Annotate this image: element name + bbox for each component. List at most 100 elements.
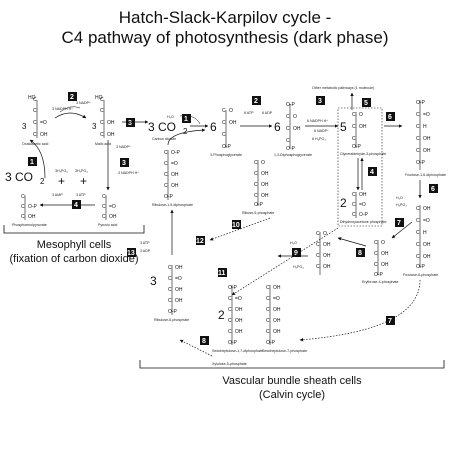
svg-text:C: C bbox=[286, 138, 290, 144]
svg-text:=O: =O bbox=[175, 276, 182, 282]
bpg-label: 1,3-Diphosphoglycerate bbox=[274, 153, 312, 157]
svg-text:C: C bbox=[222, 120, 226, 126]
bpg-coef: 6 bbox=[274, 120, 281, 134]
h3po4-d: H₃PO₄ bbox=[293, 265, 304, 269]
svg-text:OH: OH bbox=[40, 132, 48, 138]
svg-text:C: C bbox=[21, 204, 25, 210]
svg-text:OH: OH bbox=[229, 120, 237, 126]
svg-text:O: O bbox=[261, 160, 265, 166]
svg-text:C: C bbox=[222, 108, 226, 114]
svg-text:C: C bbox=[228, 296, 232, 302]
f6p-label: Fructose-6-phosphate bbox=[403, 273, 438, 277]
step-5-calvin: 5 bbox=[364, 100, 368, 107]
svg-text:C: C bbox=[416, 230, 420, 236]
step-9-calvin: 9 bbox=[294, 250, 298, 257]
svg-text:C: C bbox=[352, 112, 356, 118]
svg-text:=O: =O bbox=[40, 120, 47, 126]
h3po4-c: H₃PO₄ bbox=[396, 203, 407, 207]
svg-text:O-P: O-P bbox=[416, 264, 426, 270]
svg-text:OH: OH bbox=[293, 126, 301, 132]
svg-text:C: C bbox=[100, 132, 104, 138]
svg-text:OH: OH bbox=[273, 307, 281, 313]
pyruvic-label: Pyruvic acid bbox=[98, 223, 117, 227]
step-1-mesophyll: 1 bbox=[30, 159, 34, 166]
gap-coef: 5 bbox=[340, 120, 347, 134]
svg-text:C: C bbox=[352, 192, 356, 198]
svg-text:C: C bbox=[416, 242, 420, 248]
malic-coef: 3 bbox=[92, 122, 97, 131]
svg-text:C: C bbox=[352, 202, 356, 208]
atp-6-label: 6 ATP bbox=[244, 111, 254, 115]
sbp-label: Sedoheptulose-1,7-diphosphate bbox=[212, 349, 263, 353]
rubp-label: Ribulose-1,5-diphosphate bbox=[152, 203, 193, 207]
svg-text:O-P: O-P bbox=[266, 340, 276, 346]
svg-text:=O: =O bbox=[235, 296, 242, 302]
svg-text:C: C bbox=[33, 120, 37, 126]
svg-text:C: C bbox=[286, 114, 290, 120]
nadph-mid-label: 3 NADPH H⁺ bbox=[118, 171, 139, 175]
step-3b-mesophyll: 3 bbox=[122, 160, 126, 167]
svg-text:C: C bbox=[416, 218, 420, 224]
svg-text:OH: OH bbox=[28, 214, 36, 220]
step-7b-calvin: 7 bbox=[388, 318, 392, 325]
svg-text:OH: OH bbox=[423, 206, 431, 212]
svg-text:C: C bbox=[164, 172, 168, 178]
h2o-top: H₂O bbox=[167, 115, 174, 119]
svg-text:O-P: O-P bbox=[352, 144, 362, 150]
gap-label: Glyceraldehyde-3-phosphate bbox=[340, 152, 386, 156]
step-11-calvin: 11 bbox=[218, 270, 226, 277]
svg-text:OH: OH bbox=[107, 120, 115, 126]
s7p-label: Sedoheptulose-7-phosphate bbox=[262, 349, 307, 353]
svg-text:HO: HO bbox=[95, 95, 103, 101]
svg-text:C: C bbox=[416, 124, 420, 130]
svg-text:OH: OH bbox=[323, 242, 331, 248]
malic-label: Malic acid bbox=[95, 142, 111, 146]
svg-text:=O: =O bbox=[359, 202, 366, 208]
atp-3b-label: 3 ATP bbox=[140, 241, 150, 245]
svg-text:C: C bbox=[316, 264, 320, 270]
svg-text:OH: OH bbox=[261, 171, 269, 177]
mesophyll-caption-line2: (fixation of carbon dioxide) bbox=[9, 253, 139, 265]
nadp-top-label: 3 NADP⁺ bbox=[76, 101, 91, 105]
oxaloacetic-coef: 3 bbox=[22, 122, 27, 131]
svg-text:C: C bbox=[416, 148, 420, 154]
svg-text:=O: =O bbox=[423, 218, 430, 224]
svg-text:C: C bbox=[33, 132, 37, 138]
svg-text:=O: =O bbox=[171, 161, 178, 167]
svg-text:O: O bbox=[229, 108, 233, 114]
svg-text:C: C bbox=[222, 132, 226, 138]
pep-label: Phosphoenolpyruvate bbox=[12, 223, 47, 227]
svg-text:HO: HO bbox=[28, 95, 36, 101]
svg-text:C: C bbox=[352, 212, 356, 218]
svg-text:C: C bbox=[286, 126, 290, 132]
svg-text:OH: OH bbox=[107, 132, 115, 138]
svg-text:O: O bbox=[381, 240, 385, 246]
svg-text:C: C bbox=[100, 108, 104, 114]
svg-text:C: C bbox=[254, 193, 258, 199]
svg-text:O: O bbox=[359, 112, 363, 118]
svg-text:C: C bbox=[254, 171, 258, 177]
svg-text:OH: OH bbox=[261, 182, 269, 188]
plus-sign-1: + bbox=[58, 174, 65, 188]
h3po4-label-b: 3H₃PO₄ bbox=[75, 169, 88, 173]
svg-text:O-P: O-P bbox=[28, 204, 38, 210]
nadph-6-label: 6 NADPH H⁺ bbox=[307, 119, 328, 123]
svg-text:C: C bbox=[254, 160, 258, 166]
mesophyll-caption-line1: Mesophyll cells bbox=[36, 239, 112, 251]
co2-left: 3 CO bbox=[5, 170, 33, 184]
svg-text:=O: =O bbox=[423, 112, 430, 118]
svg-text:OH: OH bbox=[235, 329, 243, 335]
nadp-6-label: 6 NADP⁺ bbox=[314, 129, 329, 133]
svg-text:O-P: O-P bbox=[374, 272, 384, 278]
step-2-calvin: 2 bbox=[254, 98, 258, 105]
h2o-c: H₂O bbox=[290, 241, 297, 245]
svg-text:C: C bbox=[168, 298, 172, 304]
ru5p-label: Ribulose-5-phosphate bbox=[154, 318, 189, 322]
